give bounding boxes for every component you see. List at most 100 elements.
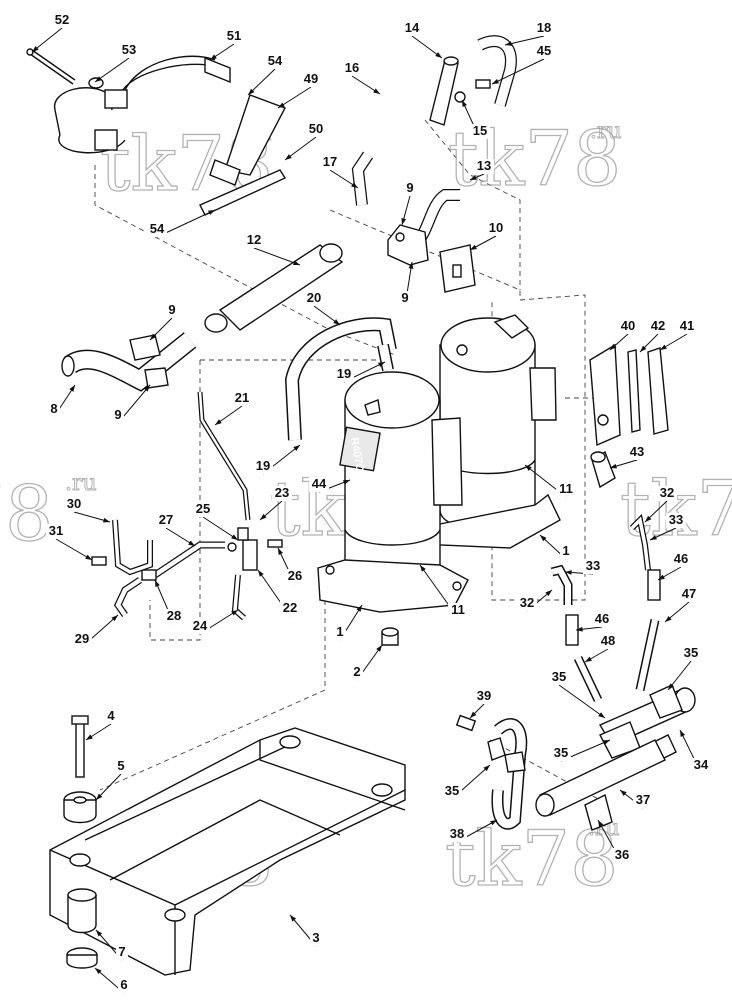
callout-leader-line — [55, 538, 93, 561]
callout-label: 13 — [477, 158, 491, 173]
callout-46: 46 — [657, 551, 691, 581]
callout-19: 19 — [334, 361, 386, 383]
callout-30: 30 — [64, 496, 111, 523]
callout-arrowhead — [32, 46, 39, 52]
callout-label: 54 — [150, 221, 165, 236]
isolator-5 — [63, 791, 97, 824]
callout-label-background — [534, 44, 554, 59]
bracket-upper — [199, 56, 287, 216]
callout-label-background — [560, 544, 572, 559]
callout-label: 16 — [345, 60, 359, 75]
callout-28: 28 — [154, 579, 184, 625]
callout-arrowhead — [483, 765, 490, 772]
callout-label: 4 — [107, 708, 115, 723]
callout-arrowhead — [585, 656, 592, 662]
callout-label-background — [618, 319, 638, 334]
watermark-suffix: .ru — [65, 471, 97, 496]
watermark-text: tk78 — [620, 464, 732, 553]
callout-27: 27 — [156, 512, 196, 547]
callout-label: 45 — [537, 43, 551, 58]
callout-label-background — [116, 945, 128, 960]
callout-label-background — [657, 486, 677, 501]
callout-label: 38 — [450, 826, 464, 841]
callout-label-background — [598, 634, 618, 649]
callout-arrowhead — [598, 712, 605, 718]
callout-label: 10 — [489, 220, 503, 235]
callout-48: 48 — [584, 633, 618, 663]
callout-label-background — [666, 513, 686, 528]
callout-label-background — [448, 603, 468, 618]
callout-19: 19 — [253, 444, 301, 475]
callout-arrowhead — [96, 930, 103, 937]
callout-arrowhead — [231, 534, 238, 540]
callout-40: 40 — [609, 318, 638, 351]
callout-label: 7 — [118, 944, 125, 959]
callout-label: 18 — [537, 20, 551, 35]
callout-label: 32 — [520, 595, 534, 610]
callout-label-background — [679, 587, 699, 602]
callout-label: 46 — [674, 551, 688, 566]
callout-5: 5 — [95, 758, 127, 801]
callout-18: 18 — [504, 20, 554, 46]
callout-label: 54 — [268, 53, 283, 68]
callout-31: 31 — [46, 523, 93, 561]
callout-label-background — [310, 931, 322, 946]
tube-27 — [141, 541, 237, 581]
callout-leader-line — [491, 58, 545, 85]
callout-label-background — [402, 21, 422, 36]
callout-label: 52 — [55, 12, 69, 27]
callout-leader-line — [94, 57, 130, 83]
callout-arrowhead — [435, 52, 442, 58]
callout-35: 35 — [549, 669, 606, 719]
callout-26: 26 — [277, 547, 305, 585]
callout-label-background — [285, 569, 305, 584]
callout-arrowhead — [378, 362, 385, 368]
callout-8: 8 — [48, 384, 76, 418]
callout-label: 9 — [406, 180, 413, 195]
callout-9: 9 — [149, 302, 178, 341]
drier-37 — [535, 739, 666, 817]
callout-label: 51 — [227, 28, 241, 43]
small-tube-33 — [629, 513, 651, 571]
callout-35: 35 — [667, 645, 701, 691]
callout-label-background — [404, 181, 416, 196]
callout-arrowhead — [492, 78, 499, 84]
callout-39: 39 — [469, 688, 494, 719]
callout-label-background — [474, 689, 494, 704]
callout-arrowhead — [640, 345, 647, 352]
callout-label-background — [681, 646, 701, 661]
clamp-block-9 — [387, 224, 429, 266]
fitting-43 — [590, 450, 616, 489]
callout-label-background — [334, 625, 346, 640]
tube-29 — [113, 577, 142, 618]
callout-label-background — [309, 477, 329, 492]
callout-label: 33 — [669, 512, 683, 527]
callout-arrowhead — [293, 260, 300, 265]
callout-1: 1 — [334, 604, 363, 641]
callout-arrowhead — [401, 218, 407, 225]
callout-arrowhead — [610, 343, 617, 350]
callout-leader-line — [504, 35, 545, 46]
watermark-text: tk78 — [0, 469, 53, 558]
callout-label: 15 — [473, 123, 487, 138]
hose-20 — [284, 317, 397, 441]
callout-label: 36 — [615, 847, 629, 862]
fitting-45 — [454, 79, 491, 103]
callout-arrowhead — [278, 548, 283, 555]
callout-leader-line — [558, 684, 606, 719]
callout-arrowhead — [278, 102, 285, 108]
callout-label: 1 — [336, 624, 343, 639]
callout-label: 26 — [288, 568, 302, 583]
callout-51: 51 — [209, 28, 244, 61]
callout-label-background — [118, 978, 130, 993]
callout-label-background — [351, 665, 363, 680]
callout-arrowhead — [470, 175, 477, 180]
cover-41 — [647, 347, 669, 435]
callout-25: 25 — [193, 501, 239, 541]
tube-38 — [487, 718, 528, 830]
callout-arrowhead — [462, 100, 467, 107]
callout-label: 53 — [122, 42, 136, 57]
callout-35: 35 — [442, 764, 491, 800]
callout-12: 12 — [244, 232, 301, 266]
callout-label-background — [119, 43, 139, 58]
